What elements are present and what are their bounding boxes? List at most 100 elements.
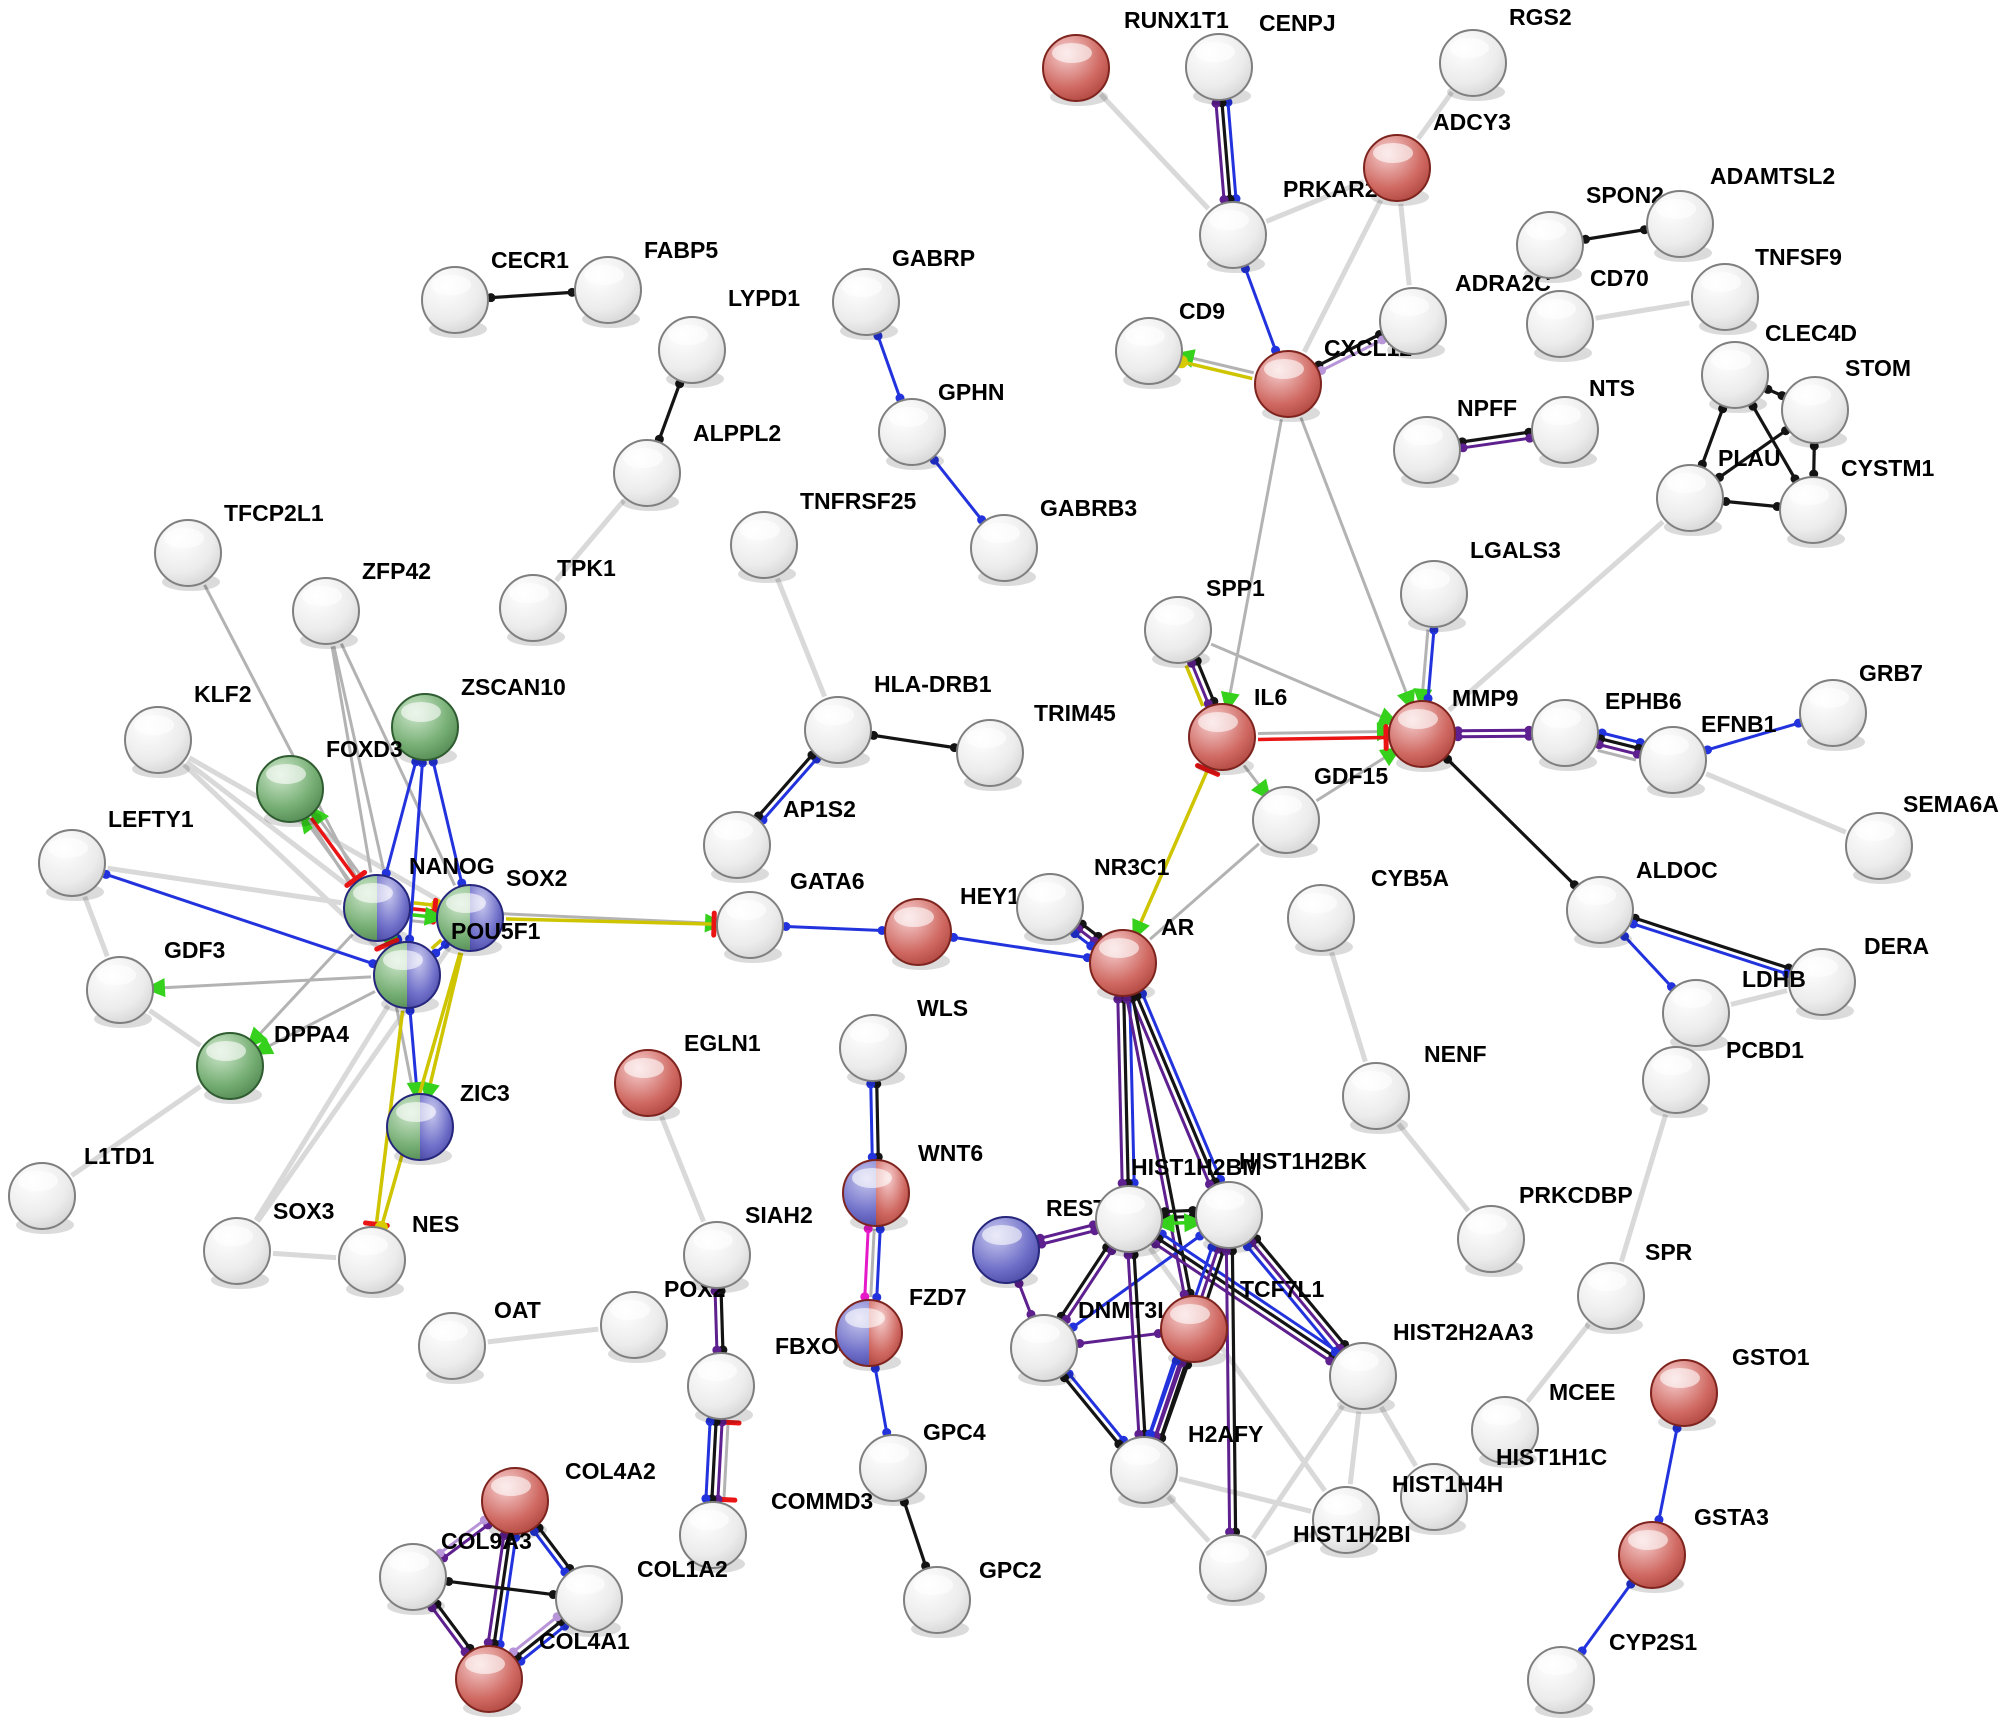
node-HIST2H2AA3[interactable]: HIST2H2AA3 [1329, 1319, 1534, 1414]
node-COL4A1[interactable]: COL4A1 [455, 1628, 630, 1717]
node-MMP9[interactable]: MMP9 [1388, 685, 1518, 772]
node-LEFTY1[interactable]: LEFTY1 [38, 806, 194, 901]
node-TCF7L1[interactable]: TCF7L1 [1160, 1276, 1325, 1367]
node-RUNX1T1[interactable]: RUNX1T1 [1042, 7, 1229, 106]
node-POU5F1[interactable]: POU5F1 [373, 918, 541, 1013]
node-TPK1[interactable]: TPK1 [499, 555, 616, 646]
node-PLAU[interactable]: PLAU [1656, 445, 1781, 536]
node-PRKCDBP[interactable]: PRKCDBP [1457, 1182, 1633, 1277]
node-SOX2[interactable]: SOX2 [436, 865, 567, 956]
node-DPPA4[interactable]: DPPA4 [196, 1021, 349, 1104]
node-POX2[interactable]: POX2 [600, 1276, 725, 1363]
node-COL4A2[interactable]: COL4A2 [481, 1458, 656, 1539]
node-ALDOC[interactable]: ALDOC [1566, 857, 1718, 948]
node-ADRA2C[interactable]: ADRA2C [1379, 270, 1551, 359]
node-TNFRSF25[interactable]: TNFRSF25 [730, 488, 917, 583]
node-FZD7[interactable]: FZD7 [835, 1284, 967, 1371]
node-L1TD1[interactable]: L1TD1 [8, 1143, 155, 1234]
node-gloss [348, 1235, 388, 1255]
node-WNT6[interactable]: WNT6 [842, 1140, 983, 1231]
node-HEY1[interactable]: HEY1 [884, 883, 1020, 970]
node-NPFF[interactable]: NPFF [1393, 395, 1517, 488]
node-H2AFY[interactable]: H2AFY [1110, 1421, 1263, 1508]
node-COL9A3[interactable]: COL9A3 [379, 1528, 532, 1615]
node-GRB7[interactable]: GRB7 [1799, 660, 1923, 751]
node-LDHB[interactable]: LDHB [1662, 966, 1806, 1051]
node-LYPD1[interactable]: LYPD1 [658, 285, 800, 388]
node-ZFP42[interactable]: ZFP42 [292, 558, 431, 649]
node-SEMA6A[interactable]: SEMA6A [1845, 791, 1999, 884]
node-NANOG[interactable]: NANOG [343, 853, 495, 946]
node-GABRB3[interactable]: GABRB3 [970, 495, 1137, 586]
node-LGALS3[interactable]: LGALS3 [1400, 537, 1561, 632]
node-IL6[interactable]: IL6 [1188, 684, 1287, 775]
node-GPHN[interactable]: GPHN [878, 379, 1004, 470]
node-ZSCAN10[interactable]: ZSCAN10 [391, 674, 566, 765]
node-DNMT3L[interactable]: DNMT3L [1010, 1297, 1171, 1386]
node-MCEE[interactable]: MCEE [1471, 1379, 1615, 1468]
node-CD70[interactable]: CD70 [1526, 265, 1649, 362]
node-GPC2[interactable]: GPC2 [903, 1557, 1042, 1638]
node-ZIC3[interactable]: ZIC3 [386, 1080, 510, 1165]
node-HIST1H1C[interactable]: HIST1H1C [1400, 1444, 1607, 1535]
node-NR3C1[interactable]: NR3C1 [1016, 854, 1170, 945]
node-GABRP[interactable]: GABRP [832, 245, 975, 340]
node-OAT[interactable]: OAT [418, 1297, 541, 1384]
node-CENPJ[interactable]: CENPJ [1185, 10, 1336, 105]
node-label-SPP1: SPP1 [1206, 575, 1265, 601]
node-REST[interactable]: REST [972, 1195, 1107, 1288]
node-CYP2S1[interactable]: CYP2S1 [1527, 1629, 1697, 1718]
node-NTS[interactable]: NTS [1531, 375, 1635, 468]
node-HIST1H4H[interactable]: HIST1H4H [1312, 1471, 1503, 1558]
node-GATA6[interactable]: GATA6 [716, 868, 865, 963]
node-SOX3[interactable]: SOX3 [203, 1198, 334, 1289]
node-GDF3[interactable]: GDF3 [86, 937, 225, 1028]
node-COL1A2[interactable]: COL1A2 [555, 1556, 728, 1637]
node-CYSTM1[interactable]: CYSTM1 [1779, 455, 1935, 548]
node-AP1S2[interactable]: AP1S2 [703, 796, 856, 883]
node-ALPPL2[interactable]: ALPPL2 [613, 420, 781, 511]
node-GDF15[interactable]: GDF15 [1252, 763, 1388, 858]
node-CYB5A[interactable]: CYB5A [1287, 865, 1449, 956]
node-PCBD1[interactable]: PCBD1 [1642, 1037, 1804, 1118]
node-gloss [1099, 938, 1139, 958]
node-COMMD3[interactable]: COMMD3 [679, 1488, 873, 1573]
node-HIST1H2BK[interactable]: HIST1H2BK [1195, 1148, 1367, 1253]
node-STOM[interactable]: STOM [1781, 355, 1911, 448]
node-AR[interactable]: AR [1089, 914, 1195, 1001]
edge-IL6-MMP9 [1258, 724, 1389, 752]
node-TNFSF9[interactable]: TNFSF9 [1691, 244, 1842, 335]
node-SIAH2[interactable]: SIAH2 [683, 1202, 813, 1293]
node-CD9[interactable]: CD9 [1115, 298, 1225, 389]
node-GSTA3[interactable]: GSTA3 [1618, 1504, 1769, 1593]
node-NES[interactable]: NES [338, 1211, 459, 1298]
node-ADAMTSL2[interactable]: ADAMTSL2 [1646, 163, 1835, 262]
node-label-ALPPL2: ALPPL2 [693, 420, 781, 446]
node-HIST1H2BI[interactable]: HIST1H2BI [1199, 1521, 1411, 1606]
node-SPP1[interactable]: SPP1 [1144, 575, 1265, 668]
node-EGLN1[interactable]: EGLN1 [614, 1030, 761, 1121]
node-WLS[interactable]: WLS [839, 995, 968, 1086]
node-KLF2[interactable]: KLF2 [124, 681, 252, 778]
node-gloss [353, 883, 393, 903]
node-CLEC4D[interactable]: CLEC4D [1701, 320, 1857, 413]
node-EFNB1[interactable]: EFNB1 [1639, 711, 1777, 798]
node-NENF[interactable]: NENF [1342, 1041, 1487, 1134]
node-DERA[interactable]: DERA [1788, 933, 1929, 1020]
node-FOXD3[interactable]: FOXD3 [256, 736, 403, 827]
node-HLA-DRB1[interactable]: HLA-DRB1 [804, 671, 992, 768]
node-GSTO1[interactable]: GSTO1 [1650, 1344, 1810, 1431]
node-SPON2[interactable]: SPON2 [1516, 182, 1664, 283]
node-GPC4[interactable]: GPC4 [859, 1419, 986, 1506]
node-SPR[interactable]: SPR [1577, 1239, 1693, 1334]
node-EPHB6[interactable]: EPHB6 [1531, 688, 1682, 771]
node-ADCY3[interactable]: ADCY3 [1363, 109, 1511, 206]
node-PRKAR2B[interactable]: PRKAR2B [1199, 176, 1394, 273]
edge-SOX2-GATA6 [505, 910, 717, 938]
node-RGS2[interactable]: RGS2 [1439, 4, 1572, 101]
node-CECR1[interactable]: CECR1 [421, 247, 569, 338]
node-HIST1H2BM[interactable]: HIST1H2BM [1095, 1154, 1261, 1257]
node-TFCP2L1[interactable]: TFCP2L1 [154, 500, 324, 591]
node-TRIM45[interactable]: TRIM45 [956, 700, 1116, 791]
node-FABP5[interactable]: FABP5 [574, 237, 718, 328]
